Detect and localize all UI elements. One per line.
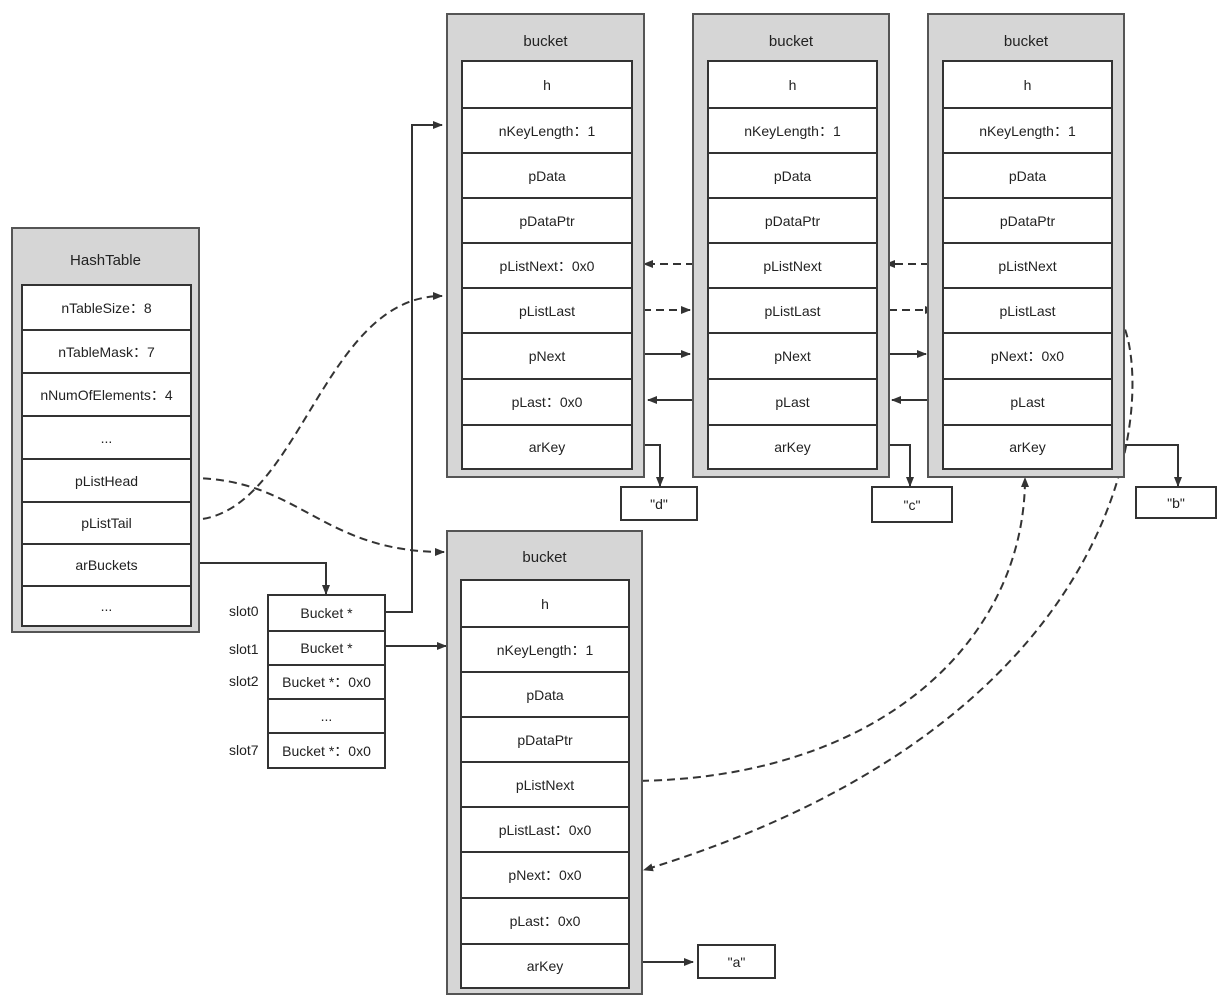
- bucket-field-pnext: pNext：0x0: [462, 851, 628, 897]
- bucket-field-pdataptr: pDataPtr: [463, 197, 631, 242]
- hashtable-field-plisthead: pListHead: [23, 458, 190, 501]
- bucket-field-plistnext: pListNext: [462, 761, 628, 806]
- hashtable-field-nnumofelements: nNumOfElements：4: [23, 372, 190, 415]
- bucket-field-pnext: pNext: [709, 332, 876, 378]
- bucket-field-plistnext: pListNext：0x0: [463, 242, 631, 287]
- hashtable-field-ntablemask: nTableMask：7: [23, 329, 190, 372]
- bucket-d: bucket h nKeyLength：1 pData pDataPtr pLi…: [446, 13, 645, 478]
- slot-cell-7: Bucket *：0x0: [269, 732, 384, 767]
- bucket-field-nkeylength: nKeyLength：1: [944, 107, 1111, 152]
- bucket-field-h: h: [543, 76, 551, 93]
- bucket-field-pnext: pNext：0x0: [944, 332, 1111, 378]
- bucket-field-pnext: pNext: [463, 332, 631, 378]
- arrow-arkey-b: [1110, 444, 1182, 487]
- slot-cell-0: Bucket *: [300, 605, 353, 621]
- bucket-title: bucket: [768, 33, 814, 50]
- bucket-field-pdata: pData: [944, 152, 1111, 197]
- bucket-title: bucket: [523, 33, 568, 50]
- arrow-arbuckets-to-slots: [190, 562, 330, 595]
- bucket-field-nkeylength: nKeyLength：1: [709, 107, 876, 152]
- bucket-field-pdataptr: pDataPtr: [944, 197, 1111, 242]
- bucket-field-plistlast: pListLast: [709, 287, 876, 332]
- arrow-plisttail-to-bucket-d: [189, 292, 443, 521]
- hashtable-field-ntablesize: nTableSize：8: [61, 299, 152, 316]
- slot-label-2: slot2: [229, 673, 259, 689]
- key-value-d: "d": [620, 486, 698, 521]
- bucket-b: bucket h nKeyLength：1 pData pDataPtr pLi…: [927, 13, 1125, 478]
- slot-label-7: slot7: [229, 742, 259, 758]
- bucket-fields: h nKeyLength：1 pData pDataPtr pListNext …: [707, 60, 878, 470]
- slot-label-0: slot0: [229, 603, 259, 619]
- bucket-field-plistnext: pListNext: [709, 242, 876, 287]
- bucket-fields: h nKeyLength：1 pData pDataPtr pListNext …: [942, 60, 1113, 470]
- bucket-field-plistlast: pListLast: [463, 287, 631, 332]
- bucket-field-plistlast: pListLast：0x0: [462, 806, 628, 851]
- bucket-field-h: h: [1023, 76, 1032, 93]
- hashtable-field-arbuckets: arBuckets: [23, 543, 190, 585]
- key-value-c: "c": [871, 486, 953, 523]
- bucket-field-plast: pLast：0x0: [463, 378, 631, 424]
- arrow-plistlast-b-to-a: [643, 309, 1134, 872]
- bucket-fields: h nKeyLength：1 pData pDataPtr pListNext …: [460, 579, 630, 989]
- slot-label-1: slot1: [229, 641, 259, 657]
- bucket-field-plast: pLast: [944, 378, 1111, 424]
- bucket-field-plistlast: pListLast: [944, 287, 1111, 332]
- slot-cell-2: Bucket *：0x0: [269, 664, 384, 698]
- bucket-field-arkey: arKey: [709, 424, 876, 468]
- bucket-field-nkeylength: nKeyLength：1: [462, 626, 628, 671]
- bucket-fields: h nKeyLength：1 pData pDataPtr pListNext：…: [461, 60, 633, 470]
- bucket-title: bucket: [1003, 33, 1049, 50]
- hashtable-struct: HashTable nTableSize：8 nTableMask：7 nNum…: [11, 227, 200, 633]
- bucket-field-pdataptr: pDataPtr: [462, 716, 628, 761]
- hashtable-field-ellipsis: ...: [23, 415, 190, 458]
- hashtable-title: HashTable: [70, 252, 141, 269]
- arrow-plistnext-a-to-b: [627, 477, 1029, 782]
- bucket-c: bucket h nKeyLength：1 pData pDataPtr pLi…: [692, 13, 890, 478]
- bucket-a: bucket h nKeyLength：1 pData pDataPtr pLi…: [446, 530, 643, 995]
- bucket-field-arkey: arKey: [463, 424, 631, 468]
- bucket-field-plistnext: pListNext: [944, 242, 1111, 287]
- bucket-field-pdata: pData: [709, 152, 876, 197]
- hashtable-fields: nTableSize：8 nTableMask：7 nNumOfElements…: [21, 284, 192, 627]
- hashtable-field-plisttail: pListTail: [23, 501, 190, 543]
- key-value-a: "a": [697, 944, 776, 979]
- arrow-slot0-to-bucket-d: [386, 121, 443, 613]
- slots-array: Bucket * Bucket * Bucket *：0x0 ... Bucke…: [267, 594, 386, 769]
- bucket-field-h: h: [788, 76, 797, 93]
- bucket-field-pdata: pData: [463, 152, 631, 197]
- bucket-title: bucket: [522, 549, 567, 566]
- bucket-field-arkey: arKey: [944, 424, 1111, 468]
- slot-cell-ellipsis: ...: [269, 698, 384, 732]
- bucket-field-pdata: pData: [462, 671, 628, 716]
- bucket-field-pdataptr: pDataPtr: [709, 197, 876, 242]
- bucket-field-arkey: arKey: [462, 943, 628, 987]
- arrow-plisthead-to-bucket-a: [189, 477, 445, 556]
- bucket-field-nkeylength: nKeyLength：1: [463, 107, 631, 152]
- slot-cell-1: Bucket *: [269, 630, 384, 664]
- bucket-field-h: h: [541, 595, 549, 612]
- bucket-field-plast: pLast: [709, 378, 876, 424]
- key-value-b: "b": [1135, 486, 1217, 519]
- hashtable-field-ellipsis-end: ...: [23, 585, 190, 625]
- bucket-field-plast: pLast：0x0: [462, 897, 628, 943]
